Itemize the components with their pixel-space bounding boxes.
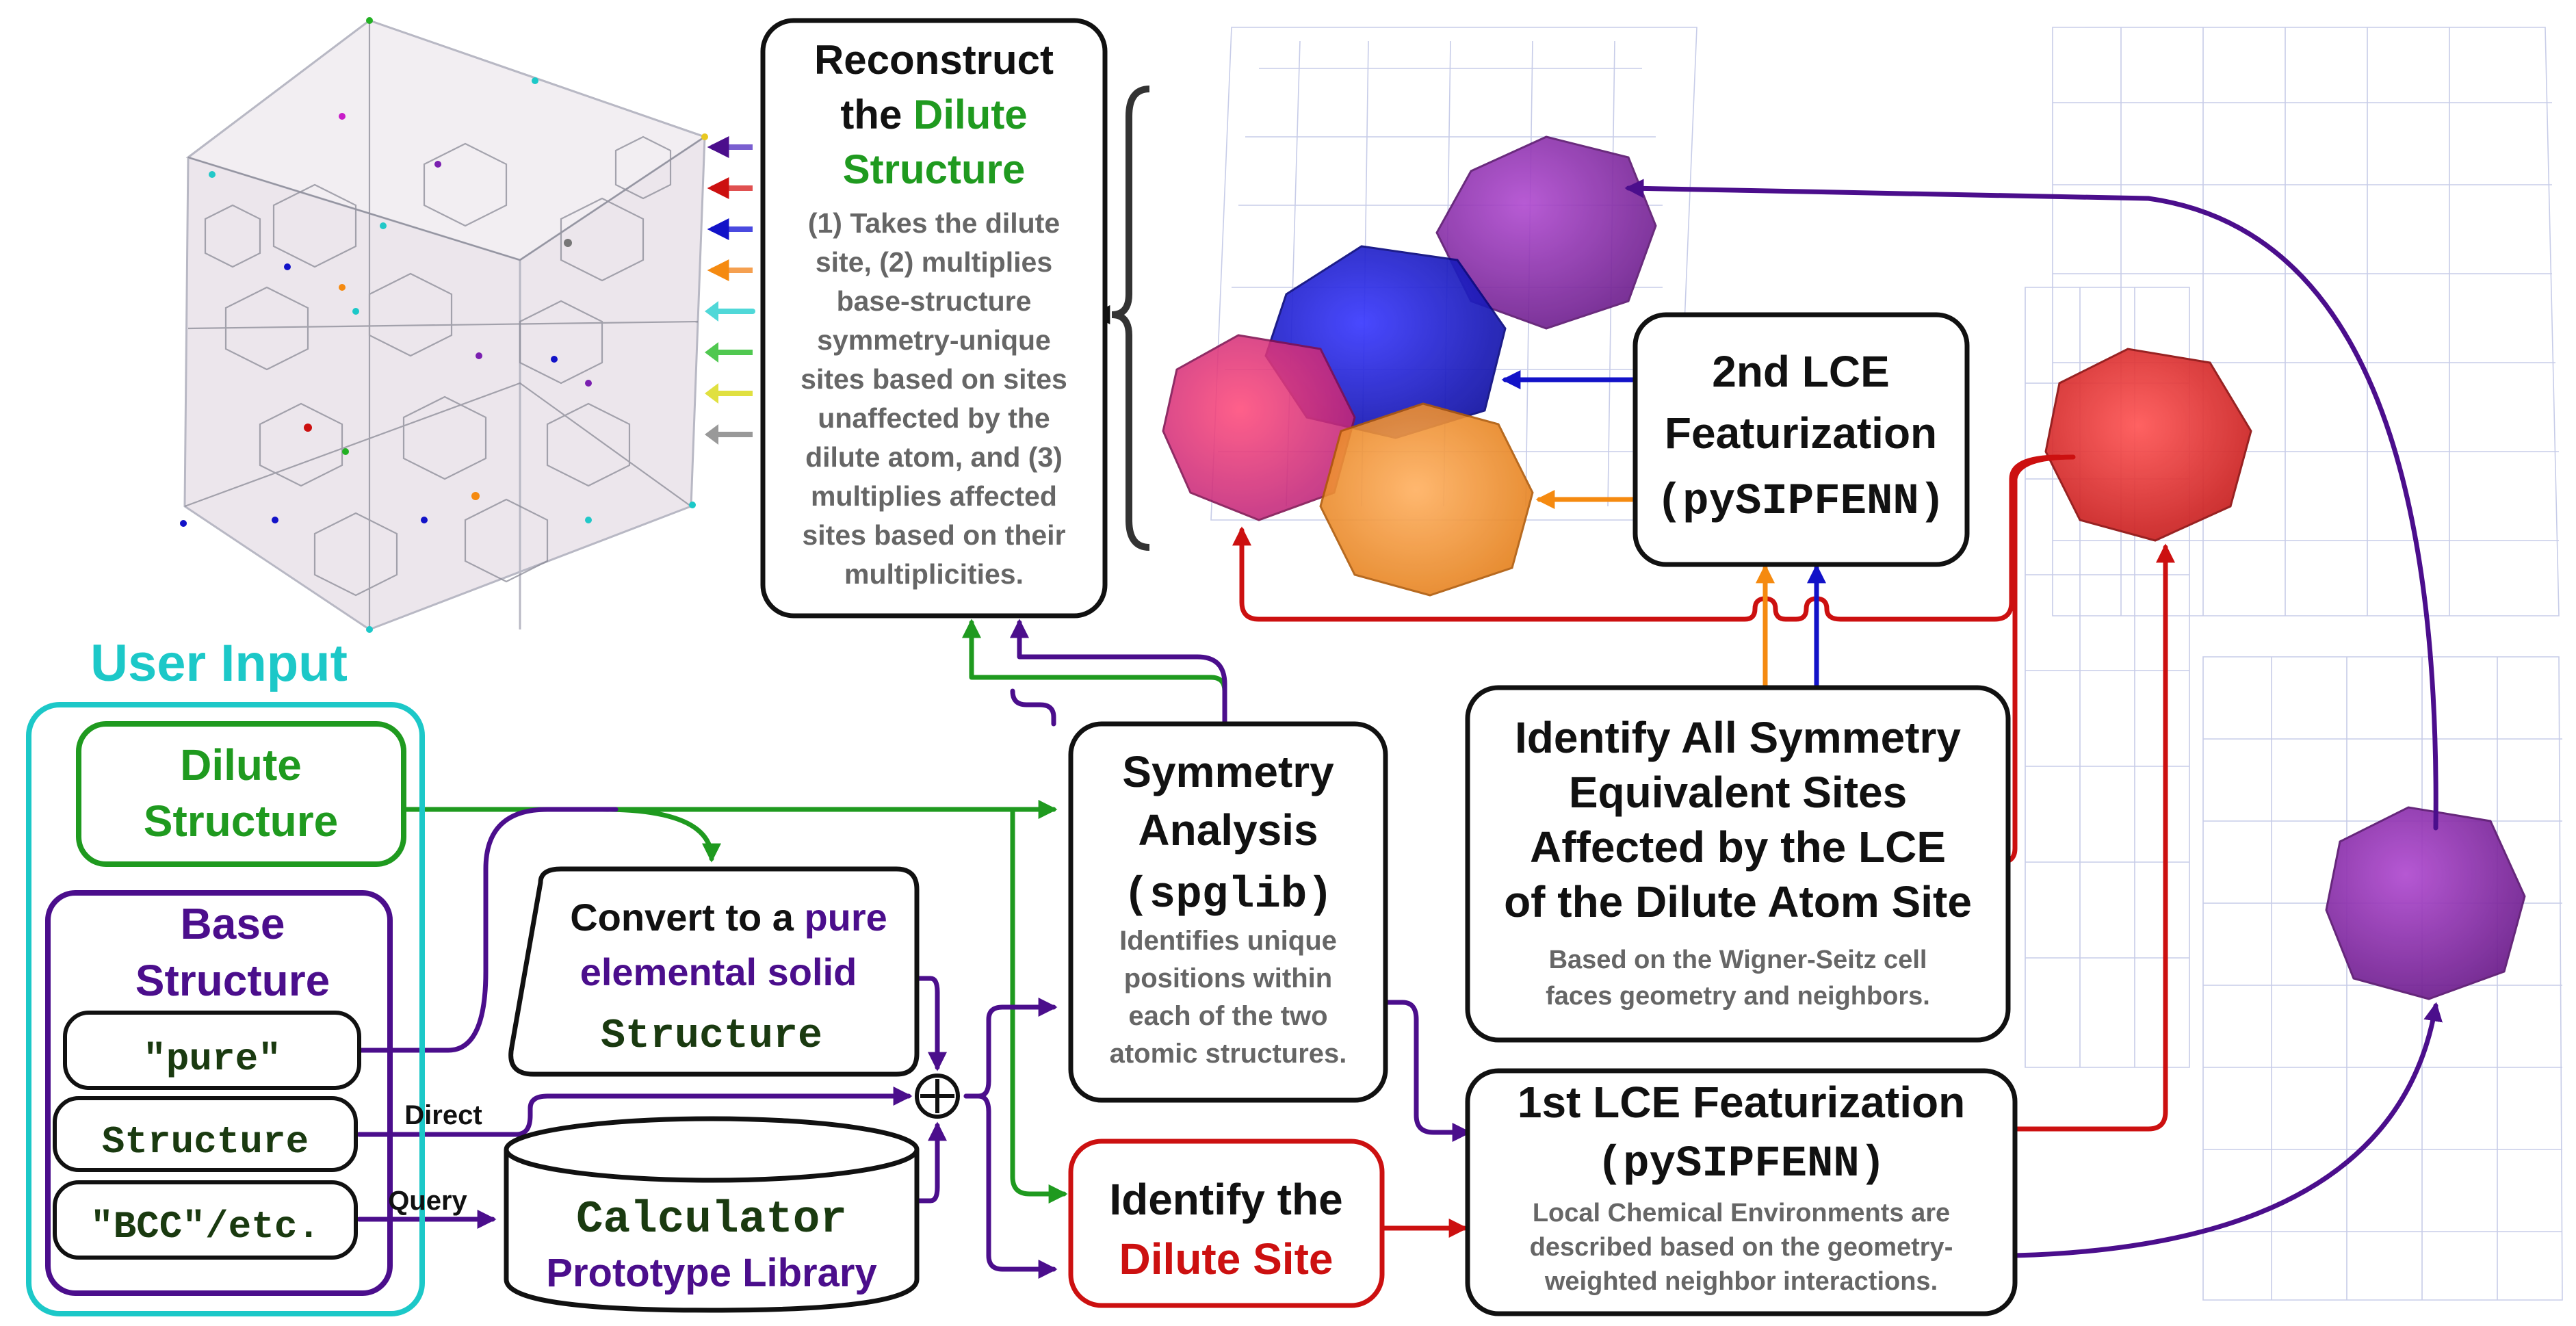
lce2-line2: Featurization xyxy=(1665,408,1937,458)
identify-all-line2: Equivalent Sites xyxy=(1569,768,1907,817)
reconstruct-desc-line: site, (2) multiplies xyxy=(816,246,1052,278)
dilute-structure-crystal-image xyxy=(180,17,755,633)
lce1-desc2: described based on the geometry- xyxy=(1530,1233,1953,1262)
symmetry-desc4: atomic structures. xyxy=(1110,1039,1347,1069)
reconstruct-desc-line: dilute atom, and (3) xyxy=(805,441,1063,473)
base-structure-label2: Structure xyxy=(135,956,330,1005)
identify-all-line1: Identify All Symmetry xyxy=(1515,713,1961,762)
option-structure[interactable] xyxy=(53,1096,358,1172)
reconstruct-dilute-structure-box: Reconstruct the Dilute Structure (1) Tak… xyxy=(760,18,1108,619)
identify-dilute-site-box: Identify the Dilute Site xyxy=(1068,1139,1385,1308)
identify-all-line4: of the Dilute Atom Site xyxy=(1504,877,1972,926)
dilute-structure-input[interactable] xyxy=(76,721,406,867)
wigner-seitz-cells-image xyxy=(1162,135,2526,1000)
dilute-structure-label1: Dilute xyxy=(180,740,302,790)
first-lce-featurization-box: 1st LCE Featurization (pySIPFENN) Local … xyxy=(1465,1068,2018,1316)
reconstruct-description: (1) Takes the dilute site, (2) multiplies… xyxy=(801,207,1067,590)
reconstruct-desc-line: symmetry-unique xyxy=(817,324,1051,356)
convert-line1: Convert to a pure xyxy=(570,896,887,939)
identify-all-line3: Affected by the LCE xyxy=(1530,822,1946,872)
calculator-prototype-library: Calculator Prototype Library xyxy=(504,1116,920,1313)
base-structure-label1: Base xyxy=(181,899,285,948)
calculator-line1: Calculator xyxy=(576,1194,847,1245)
lce1-desc1: Local Chemical Environments are xyxy=(1533,1199,1950,1227)
option-bcc[interactable] xyxy=(53,1180,358,1260)
reconstruct-desc-line: sites based on sites xyxy=(801,363,1067,395)
reconstruct-desc-line: (1) Takes the dilute xyxy=(808,207,1060,239)
option-pure[interactable] xyxy=(63,1011,361,1090)
symmetry-line1: Symmetry xyxy=(1122,747,1334,796)
convert-to-pure-box: Convert to a pure elemental solid Struct… xyxy=(508,866,920,1077)
base-structure-group xyxy=(45,890,393,1296)
identify-all-desc1: Based on the Wigner-Seitz cell xyxy=(1549,946,1927,974)
reconstruct-desc-line: multiplies affected xyxy=(811,480,1057,512)
user-input-group: User Input Dilute Structure Base Structu… xyxy=(26,634,425,1316)
curly-brace-icon xyxy=(1111,86,1150,551)
lce2-line3: (pySIPFENN) xyxy=(1656,478,1945,527)
user-input-title: User Input xyxy=(90,634,348,692)
reconstruct-desc-line: base-structure xyxy=(837,285,1032,317)
option-pure-label: "pure" xyxy=(143,1037,281,1081)
direct-label: Direct xyxy=(404,1100,482,1130)
symmetry-line2: Analysis xyxy=(1138,805,1318,855)
reconstruct-desc-line: unaffected by the xyxy=(818,402,1050,434)
reconstruct-title-line2: the Dilute xyxy=(840,92,1027,138)
connector-arrows xyxy=(356,179,2443,1279)
query-label: Query xyxy=(388,1186,467,1216)
symmetry-desc2: positions within xyxy=(1124,963,1332,993)
dilute-structure-label2: Structure xyxy=(144,796,339,846)
symmetry-desc1: Identifies unique xyxy=(1119,926,1337,956)
symmetry-desc3: each of the two xyxy=(1128,1001,1327,1031)
convert-line2: elemental solid xyxy=(580,950,857,993)
lce1-line2: (pySIPFENN) xyxy=(1597,1140,1886,1189)
convert-line3: Structure xyxy=(601,1013,822,1060)
identify-dilute-line2: Dilute Site xyxy=(1119,1234,1333,1284)
option-structure-label: Structure xyxy=(102,1120,309,1164)
lce2-line1: 2nd LCE xyxy=(1712,347,1890,396)
reconstruct-desc-line: multiplicities. xyxy=(844,558,1024,590)
identify-symmetry-equivalent-sites-box: Identify All Symmetry Equivalent Sites A… xyxy=(1465,685,2011,1043)
second-lce-featurization-box: 2nd LCE Featurization (pySIPFENN) xyxy=(1632,312,1970,567)
symmetry-line3: (spglib) xyxy=(1123,871,1333,920)
circled-plus-icon xyxy=(915,1074,960,1119)
reconstruct-desc-line: sites based on their xyxy=(802,519,1065,551)
option-bcc-label: "BCC"/etc. xyxy=(90,1205,320,1249)
symmetry-analysis-box: Symmetry Analysis (spglib) Identifies un… xyxy=(1068,721,1388,1103)
calculator-line2: Prototype Library xyxy=(546,1251,876,1295)
reconstruct-title-line1: Reconstruct xyxy=(814,37,1054,83)
lce1-line1: 1st LCE Featurization xyxy=(1518,1078,1965,1127)
identify-all-desc2: faces geometry and neighbors. xyxy=(1546,982,1930,1011)
lce1-desc3: weighted neighbor interactions. xyxy=(1544,1267,1938,1296)
identify-dilute-line1: Identify the xyxy=(1109,1175,1342,1224)
reconstruct-title-line3: Structure xyxy=(843,146,1026,192)
